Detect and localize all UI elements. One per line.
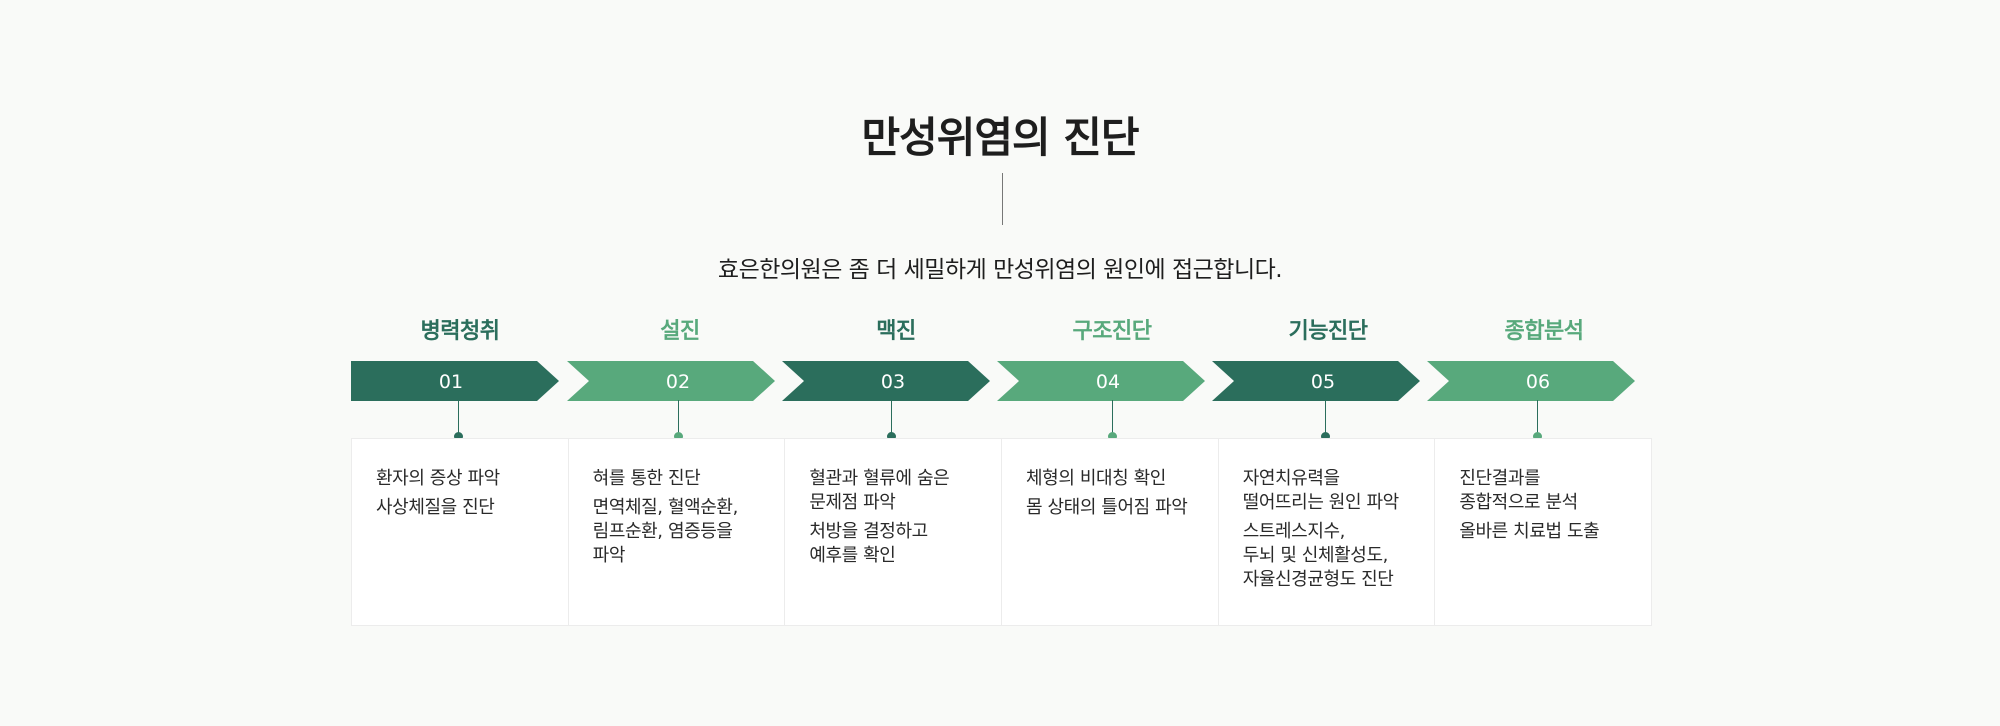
- step-card-line: 처방을 결정하고 예후를 확인: [809, 521, 928, 566]
- step-connector-4: [1112, 400, 1113, 436]
- page-title: 만성위염의 진단: [861, 113, 1139, 162]
- step-arrow-4: [997, 361, 1205, 401]
- step-card-line: 스트레스지수, 두뇌 및 신체활성도, 자율신경균형도 진단: [1242, 521, 1394, 590]
- step-number-1: 01: [439, 371, 463, 393]
- step-number-4: 04: [1096, 371, 1120, 393]
- step-card-1: 환자의 증상 파악 사상체질을 진단: [352, 439, 569, 625]
- step-number-5: 05: [1311, 371, 1335, 393]
- step-connector-6: [1537, 400, 1538, 436]
- step-card-2: 혀를 통한 진단 면역체질, 혈액순환, 림프순환, 염증등을 파악: [569, 439, 786, 625]
- step-dot-2: [674, 432, 683, 441]
- step-card-line: 체형의 비대칭 확인: [1026, 468, 1166, 489]
- step-label-1: 병력청취: [420, 319, 500, 344]
- step-connector-2: [678, 400, 679, 436]
- title-divider: [1002, 173, 1003, 225]
- step-card-line: 진단결과를 종합적으로 분석: [1459, 468, 1578, 513]
- step-card-4: 체형의 비대칭 확인 몸 상태의 틀어짐 파악: [1002, 439, 1219, 625]
- step-arrow-3: [782, 361, 990, 401]
- step-dot-4: [1108, 432, 1117, 441]
- step-card-6: 진단결과를 종합적으로 분석 올바른 치료법 도출: [1435, 439, 1651, 625]
- step-arrow-2: [567, 361, 775, 401]
- page-subtitle: 효은한의원은 좀 더 세밀하게 만성위염의 원인에 접근합니다.: [717, 257, 1283, 283]
- step-card-line: 환자의 증상 파악: [376, 468, 500, 489]
- step-arrow-5: [1212, 361, 1420, 401]
- step-card-line: 사상체질을 진단: [376, 497, 495, 518]
- step-card-line: 혀를 통한 진단: [592, 468, 701, 489]
- step-card-line: 올바른 치료법 도출: [1459, 521, 1600, 542]
- step-dot-6: [1533, 432, 1542, 441]
- step-number-2: 02: [666, 371, 690, 393]
- step-label-2: 설진: [660, 319, 700, 344]
- step-card-line: 몸 상태의 틀어짐 파악: [1026, 497, 1188, 518]
- step-dot-1: [454, 432, 463, 441]
- step-description-table: 환자의 증상 파악 사상체질을 진단 혀를 통한 진단 면역체질, 혈액순환, …: [351, 438, 1652, 626]
- step-card-3: 혈관과 혈류에 숨은 문제점 파악 처방을 결정하고 예후를 확인: [785, 439, 1003, 625]
- step-number-6: 06: [1526, 371, 1550, 393]
- step-number-3: 03: [881, 371, 905, 393]
- step-card-line: 자연치유력을 떨어뜨리는 원인 파악: [1242, 468, 1399, 513]
- step-dot-3: [887, 432, 896, 441]
- step-label-3: 맥진: [876, 319, 916, 344]
- step-label-5: 기능진단: [1288, 319, 1368, 344]
- step-connector-5: [1325, 400, 1326, 436]
- step-arrow-1: [351, 361, 559, 401]
- step-card-line: 혈관과 혈류에 숨은 문제점 파악: [809, 468, 950, 513]
- step-dot-5: [1321, 432, 1330, 441]
- step-connector-3: [891, 400, 892, 436]
- step-card-line: 면역체질, 혈액순환, 림프순환, 염증등을 파악: [592, 497, 739, 566]
- step-label-4: 구조진단: [1072, 319, 1152, 344]
- step-connector-1: [458, 400, 459, 436]
- step-card-5: 자연치유력을 떨어뜨리는 원인 파악 스트레스지수, 두뇌 및 신체활성도, 자…: [1219, 439, 1436, 625]
- step-arrow-6: [1427, 361, 1635, 401]
- step-label-6: 종합분석: [1504, 319, 1584, 344]
